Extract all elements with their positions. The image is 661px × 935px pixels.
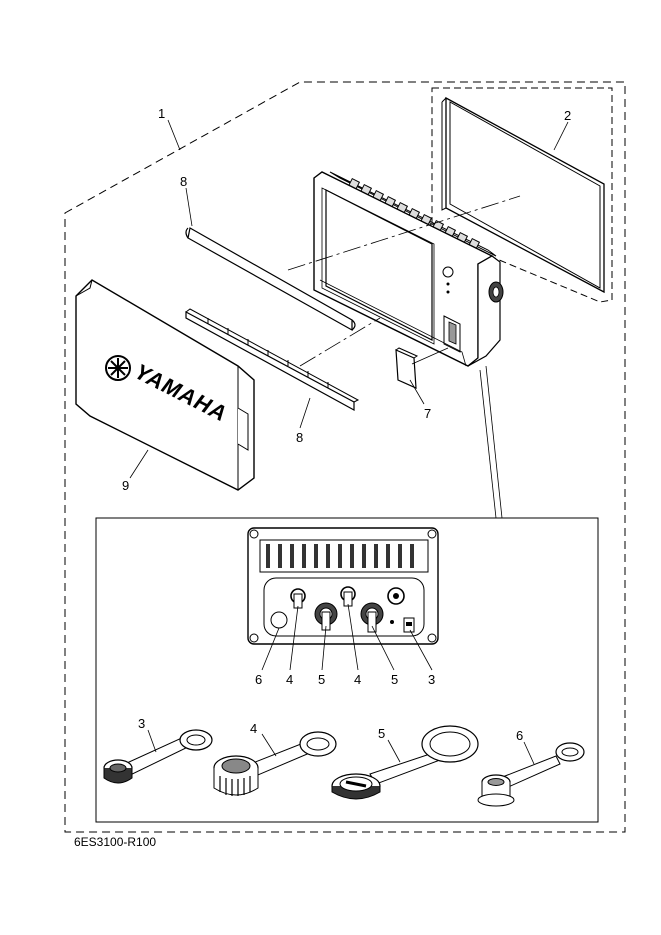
rear-panel	[247, 527, 439, 645]
cap-6	[477, 742, 585, 807]
cap-3	[103, 729, 213, 784]
trim-strip-bottom	[185, 308, 360, 412]
rear-callout-5a: 5	[318, 672, 325, 687]
rear-callout-4b: 4	[354, 672, 361, 687]
callout-7: 7	[424, 406, 431, 421]
trim-strip-top	[185, 227, 356, 332]
display-unit	[313, 171, 504, 367]
assembly-boundary	[64, 81, 626, 833]
cap-callout-6: 6	[516, 728, 523, 743]
cap-callout-4: 4	[250, 721, 257, 736]
rear-callout-4a: 4	[286, 672, 293, 687]
callout-1: 1	[158, 106, 165, 121]
drawing-code: 6ES3100-R100	[74, 835, 156, 849]
cap-callout-3: 3	[138, 716, 145, 731]
callout-2: 2	[564, 108, 571, 123]
callout-8-top: 8	[180, 174, 187, 189]
cap-5	[331, 725, 479, 800]
callout-8-bottom: 8	[296, 430, 303, 445]
rear-callout-3: 3	[428, 672, 435, 687]
sd-card	[395, 347, 419, 389]
rear-detail-box	[95, 517, 599, 823]
cap-4	[213, 731, 337, 796]
sun-cover: YAMAHA	[75, 279, 255, 491]
callout-9: 9	[122, 478, 129, 493]
cap-callout-5: 5	[378, 726, 385, 741]
rear-callout-5b: 5	[391, 672, 398, 687]
cover-boundary	[431, 87, 613, 303]
screen-film	[441, 96, 605, 294]
rear-callout-6: 6	[255, 672, 262, 687]
